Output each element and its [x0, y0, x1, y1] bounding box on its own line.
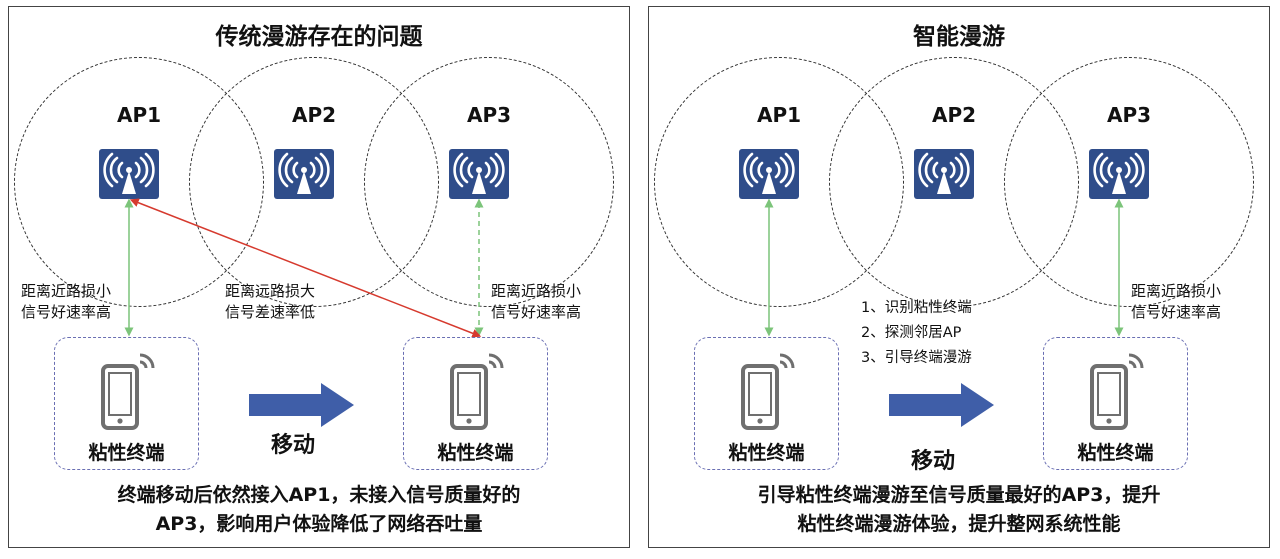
- ap3-label: AP3: [1106, 103, 1152, 127]
- sticky-terminal-end: 粘性终端: [1043, 337, 1188, 470]
- summary-line-2: AP3，影响用户体验降低了网络吞吐量: [155, 513, 483, 535]
- sticky-terminal-start: 粘性终端: [54, 337, 199, 470]
- summary-text: 引导粘性终端漫游至信号质量最好的AP3，提升 粘性终端漫游体验，提升整网系统性能: [649, 481, 1269, 539]
- sticky-terminal-start: 粘性终端: [694, 337, 839, 470]
- terminal-label: 粘性终端: [728, 442, 805, 464]
- wifi-tower-icon: [1089, 149, 1149, 199]
- move-label: 移动: [271, 433, 316, 458]
- ap2-label: AP2: [931, 103, 977, 127]
- panel-title: 传统漫游存在的问题: [215, 24, 423, 50]
- summary-text: 终端移动后依然接入AP1，未接入信号质量好的 AP3，影响用户体验降低了网络吞吐…: [9, 481, 629, 539]
- wifi-tower-icon: [449, 149, 509, 199]
- ap3-coverage-circle: [364, 57, 614, 307]
- near-link-note: 距离近路损小 信号好速率高: [1131, 282, 1222, 321]
- step-item: 2、探测邻居AP: [861, 325, 962, 341]
- roaming-steps: 1、识别粘性终端 2、探测邻居AP 3、引导终端漫游: [861, 296, 972, 371]
- sticky-terminal-end: 粘性终端: [403, 337, 548, 470]
- ap3-label: AP3: [466, 103, 512, 127]
- move-arrow-icon: [889, 383, 994, 427]
- wifi-tower-icon: [99, 149, 159, 199]
- ap1-label: AP1: [116, 103, 162, 127]
- wifi-tower-icon: [914, 149, 974, 199]
- step-item: 3、引导终端漫游: [861, 350, 972, 366]
- smartphone-icon: [100, 352, 156, 432]
- terminal-label: 粘性终端: [1077, 442, 1154, 464]
- summary-line-1: 终端移动后依然接入AP1，未接入信号质量好的: [117, 484, 521, 506]
- step-item: 1、识别粘性终端: [861, 300, 972, 316]
- summary-line-1: 引导粘性终端漫游至信号质量最好的AP3，提升: [757, 484, 1161, 506]
- summary-line-2: 粘性终端漫游体验，提升整网系统性能: [797, 513, 1121, 535]
- smartphone-icon: [740, 352, 796, 432]
- move-label: 移动: [911, 449, 956, 474]
- far-link-note: 距离远路损大 信号差速率低: [225, 282, 316, 321]
- wifi-tower-icon: [274, 149, 334, 199]
- smartphone-icon: [1089, 352, 1145, 432]
- traditional-roaming-panel: 传统漫游存在的问题 AP1 AP2 AP3: [8, 6, 630, 548]
- terminal-label: 粘性终端: [437, 442, 514, 464]
- near-link-note: 距离近路损小 信号好速率高: [491, 282, 582, 321]
- terminal-label: 粘性终端: [88, 442, 165, 464]
- ap3-coverage-circle: [1004, 57, 1254, 307]
- smartphone-icon: [449, 352, 505, 432]
- panel-title: 智能漫游: [913, 24, 1005, 50]
- move-arrow-icon: [249, 383, 354, 427]
- smart-roaming-panel: 智能漫游 AP1 AP2 AP3 1、识别粘: [648, 6, 1270, 548]
- near-link-note: 距离近路损小 信号好速率高: [21, 282, 112, 321]
- ap2-label: AP2: [291, 103, 337, 127]
- ap1-label: AP1: [756, 103, 802, 127]
- wifi-tower-icon: [739, 149, 799, 199]
